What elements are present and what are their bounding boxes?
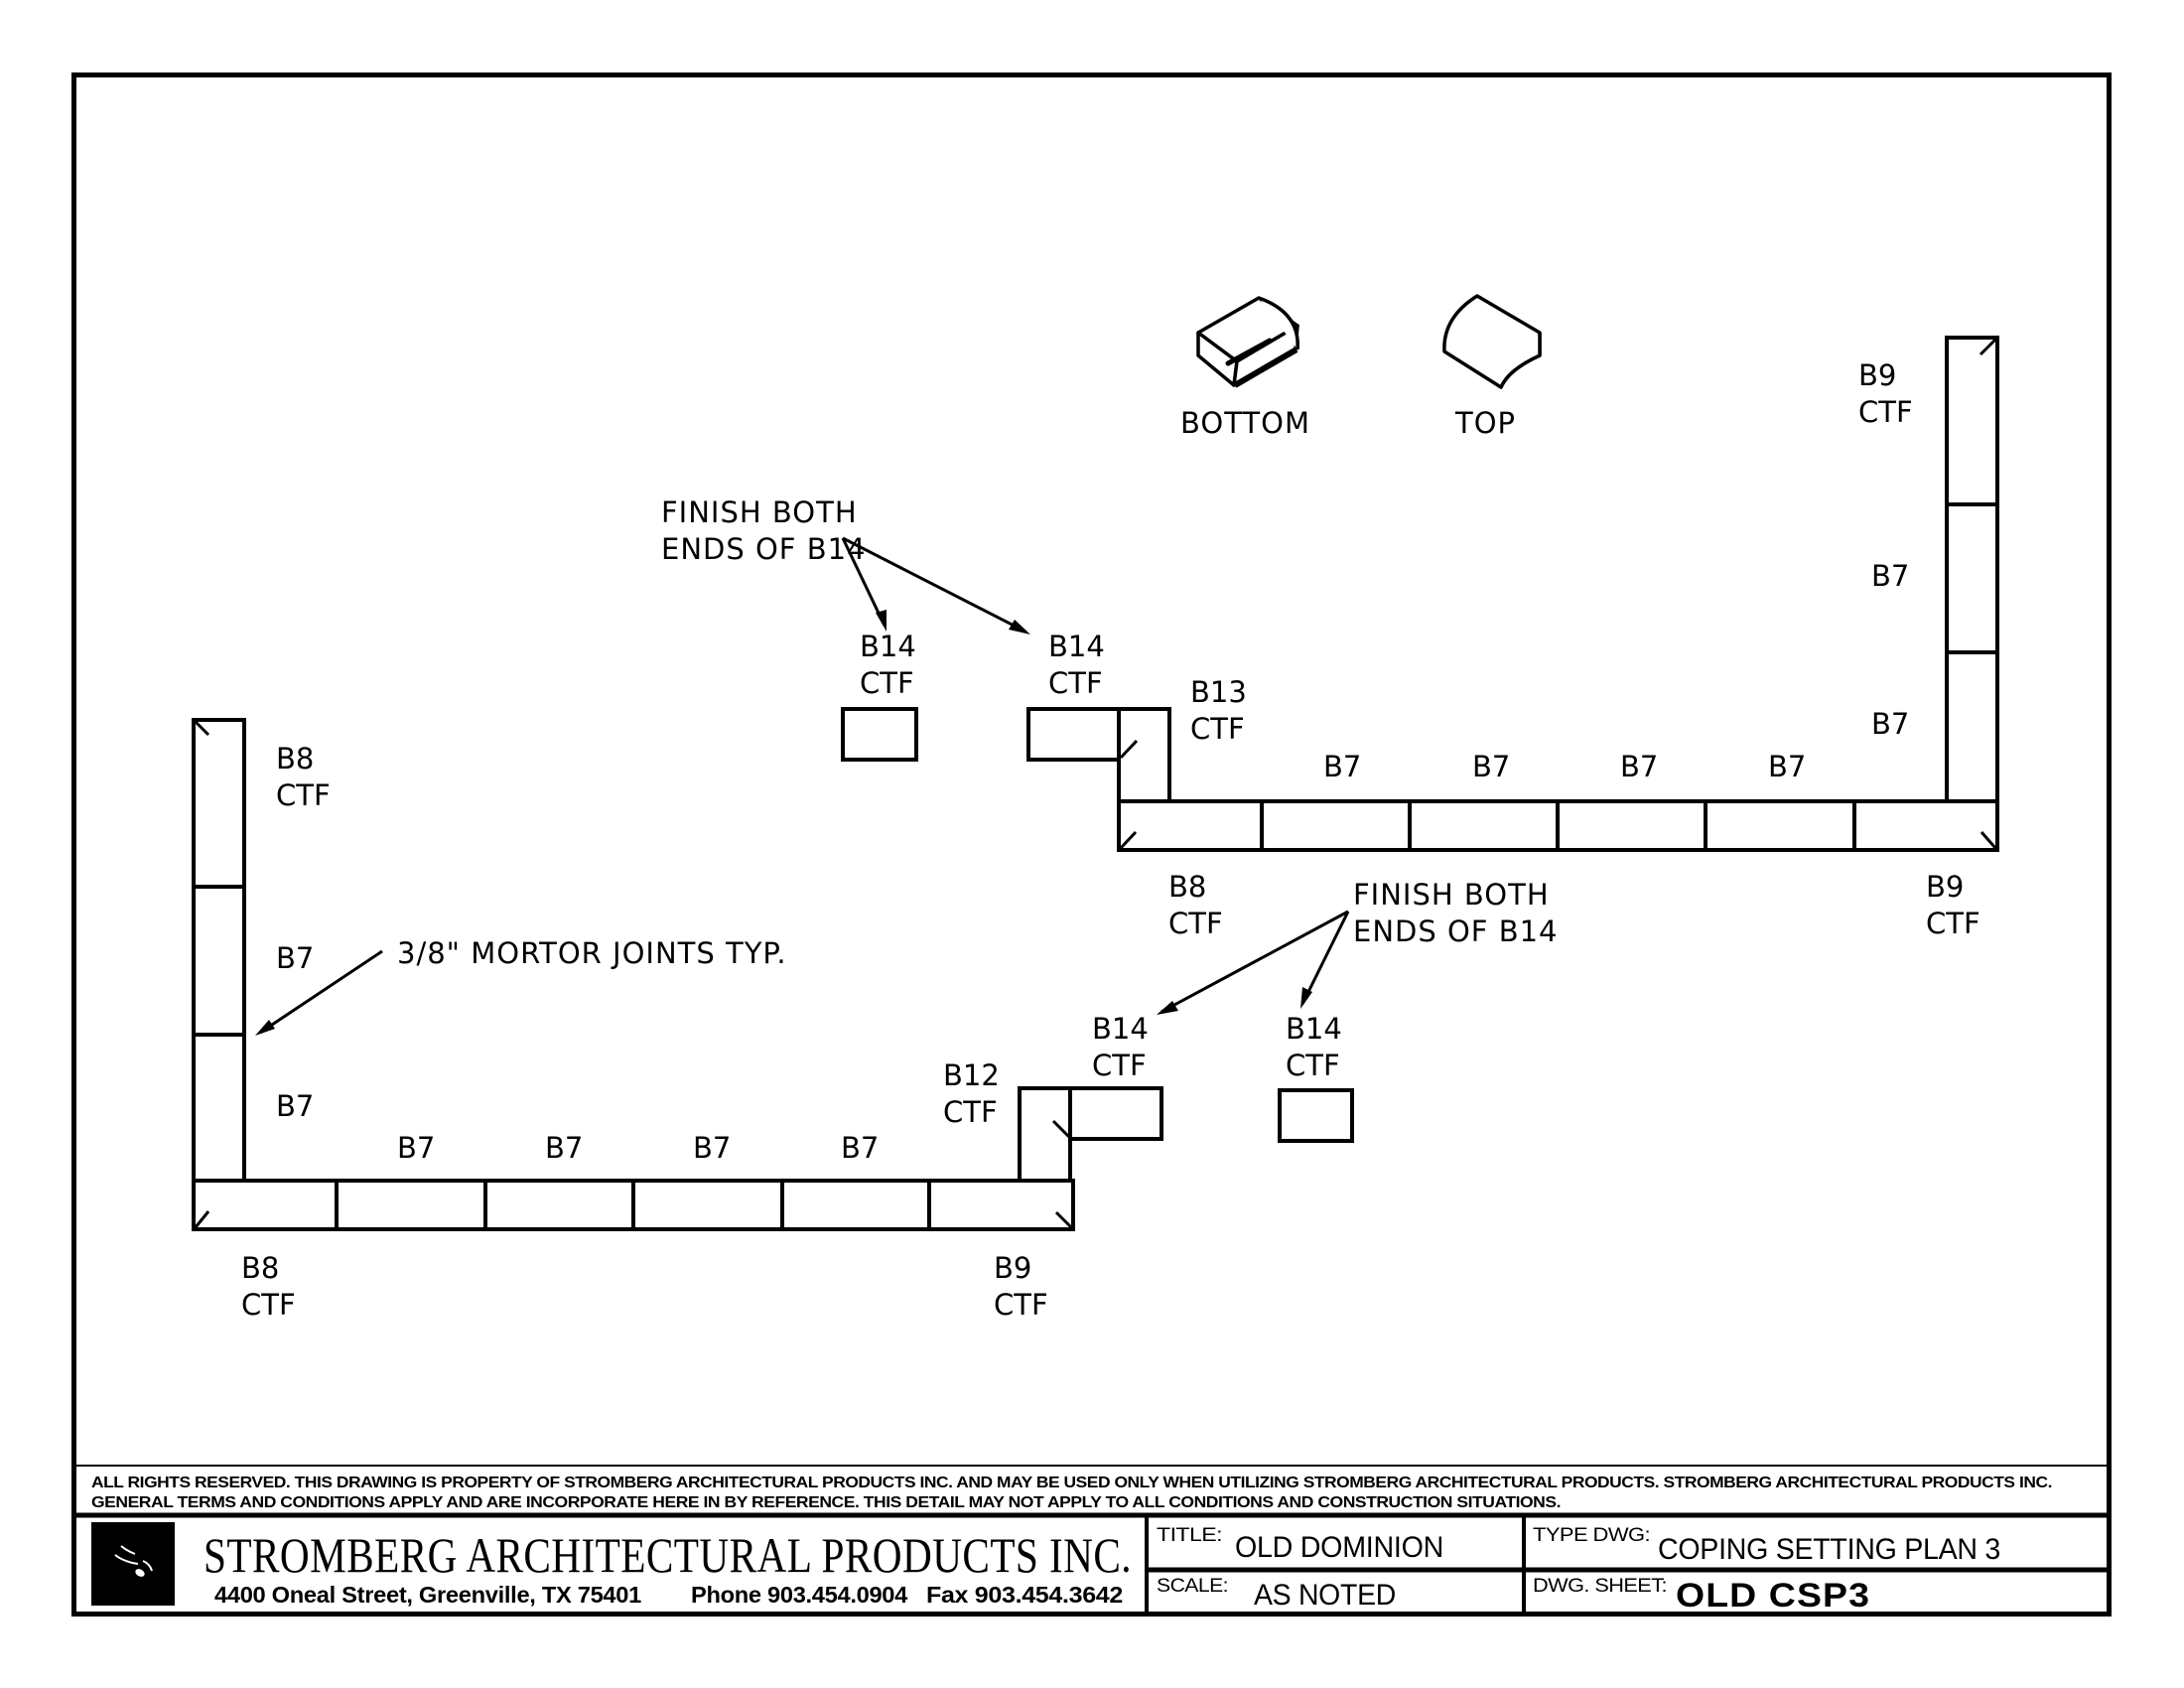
label-upper-row-b9-ctf: CTF: [1926, 907, 1980, 940]
piece-b14-upper-free: [841, 707, 918, 762]
dwg-sheet-label: DWG. SHEET:: [1533, 1576, 1667, 1597]
label-lower-row-b9-ctf: CTF: [994, 1288, 1048, 1322]
left-wall-pieces: [192, 718, 1354, 1231]
company-name: STROMBERG ARCHITECTURAL PRODUCTS INC.: [204, 1527, 1132, 1583]
bottom-coping-icon: [1196, 296, 1299, 388]
piece-b7-lower-row-2: [483, 1179, 635, 1231]
piece-b7-right-column-1: [1945, 502, 1999, 654]
label-lower-row-b7-2: B7: [545, 1131, 583, 1165]
label-lower-b14-right-ctf: CTF: [1286, 1049, 1340, 1082]
label-lower-row-b8-ctf: CTF: [241, 1288, 296, 1322]
label-b12-ctf: CTF: [943, 1095, 998, 1129]
note-mortar-joints: 3/8" MORTOR JOINTS TYP.: [397, 936, 787, 970]
type-dwg-label: TYPE DWG:: [1533, 1525, 1650, 1546]
label-upper-b14-right-ctf: CTF: [1048, 666, 1103, 700]
label-upper-b14-left: B14: [860, 630, 916, 663]
label-lower-b14-left: B14: [1092, 1012, 1149, 1046]
label-upper-row-b9: B9: [1926, 870, 1964, 904]
label-upper-b14-left-ctf: CTF: [860, 666, 914, 700]
piece-b8-upper-row: [1117, 799, 1264, 852]
label-upper-row-b7-2: B7: [1472, 750, 1510, 783]
right-wall-pieces: [841, 336, 1999, 852]
type-dwg-value: COPING SETTING PLAN 3: [1658, 1533, 2000, 1566]
label-upper-b14-right: B14: [1048, 630, 1105, 663]
upper-finish-leaders: [841, 536, 1030, 634]
company-address: 4400 Oneal Street, Greenville, TX 75401: [214, 1582, 642, 1608]
label-left-col-b7-2: B7: [276, 1089, 314, 1123]
title-label: TITLE:: [1157, 1525, 1222, 1546]
label-lower-row-b7-1: B7: [397, 1131, 435, 1165]
label-upper-row-b7-1: B7: [1323, 750, 1361, 783]
scale-value: AS NOTED: [1254, 1579, 1396, 1612]
label-b12: B12: [943, 1058, 1000, 1092]
piece-b9-right-column: [1945, 336, 1999, 506]
note-finish-lower-line1: FINISH BOTH: [1353, 878, 1550, 912]
label-lower-row-b9: B9: [994, 1251, 1031, 1285]
disclaimer-line-2: GENERAL TERMS AND CONDITIONS APPLY AND A…: [91, 1494, 1561, 1511]
piece-b14-lower-attached: [1068, 1086, 1163, 1141]
disclaimer-line-1: ALL RIGHTS RESERVED. THIS DRAWING IS PRO…: [91, 1475, 2052, 1491]
piece-b14-lower-free: [1278, 1088, 1354, 1143]
note-finish-lower-line2: ENDS OF B14: [1353, 914, 1559, 948]
note-finish-upper-line1: FINISH BOTH: [661, 495, 858, 529]
label-upper-row-b8: B8: [1168, 870, 1206, 904]
piece-b14-upper-attached: [1026, 707, 1121, 762]
sheet-border: [71, 72, 2112, 1617]
label-right-col-b7-1: B7: [1871, 559, 1909, 593]
label-left-col-b8: B8: [276, 742, 314, 775]
piece-b7-lower-row-1: [335, 1179, 487, 1231]
top-coping-icon: [1442, 294, 1542, 389]
label-lower-row-b7-3: B7: [693, 1131, 731, 1165]
piece-b7-upper-row-1: [1260, 799, 1412, 852]
piece-b7-upper-row-2: [1408, 799, 1560, 852]
company-fax: Fax 903.454.3642: [926, 1582, 1123, 1608]
label-left-col-b8-ctf: CTF: [276, 778, 331, 812]
label-upper-row-b7-3: B7: [1620, 750, 1658, 783]
piece-b8-lower-row: [192, 1179, 339, 1231]
label-upper-row-b8-ctf: CTF: [1168, 907, 1223, 940]
piece-b7-left-column-2: [192, 1033, 246, 1183]
piece-b12: [1018, 1086, 1072, 1183]
label-left-col-b7-1: B7: [276, 941, 314, 975]
piece-b13: [1117, 707, 1171, 803]
piece-b7-upper-row-4: [1704, 799, 1856, 852]
legend-top-label: TOP: [1454, 406, 1516, 440]
label-b13-ctf: CTF: [1190, 712, 1245, 746]
lower-finish-leaders: [1157, 910, 1350, 1015]
piece-b7-lower-row-3: [631, 1179, 784, 1231]
mortar-leader: [255, 949, 383, 1036]
title-value: OLD DOMINION: [1235, 1531, 1443, 1564]
label-right-col-b7-2: B7: [1871, 707, 1909, 741]
note-finish-upper-line2: ENDS OF B14: [661, 532, 867, 566]
piece-b7-left-column-1: [192, 885, 246, 1037]
label-lower-row-b8: B8: [241, 1251, 279, 1285]
piece-b7-lower-row-4: [780, 1179, 931, 1231]
scale-label: SCALE:: [1157, 1576, 1228, 1597]
dwg-sheet-value: OLD CSP3: [1676, 1577, 1870, 1615]
piece-b7-right-column-2: [1945, 650, 1999, 803]
label-upper-row-b7-4: B7: [1768, 750, 1806, 783]
legend-bottom-label: BOTTOM: [1180, 406, 1310, 440]
label-right-col-b9-ctf: CTF: [1858, 395, 1913, 429]
label-lower-b14-right: B14: [1286, 1012, 1342, 1046]
piece-b9-upper-row: [1852, 799, 1999, 852]
label-right-col-b9: B9: [1858, 358, 1896, 392]
label-lower-b14-left-ctf: CTF: [1092, 1049, 1147, 1082]
company-logo: [91, 1522, 175, 1606]
label-lower-row-b7-4: B7: [841, 1131, 879, 1165]
piece-b7-upper-row-3: [1556, 799, 1707, 852]
piece-b8-left-column: [192, 718, 246, 889]
label-b13: B13: [1190, 675, 1247, 709]
company-phone: Phone 903.454.0904: [691, 1582, 908, 1608]
piece-b9-lower-row: [927, 1179, 1075, 1231]
